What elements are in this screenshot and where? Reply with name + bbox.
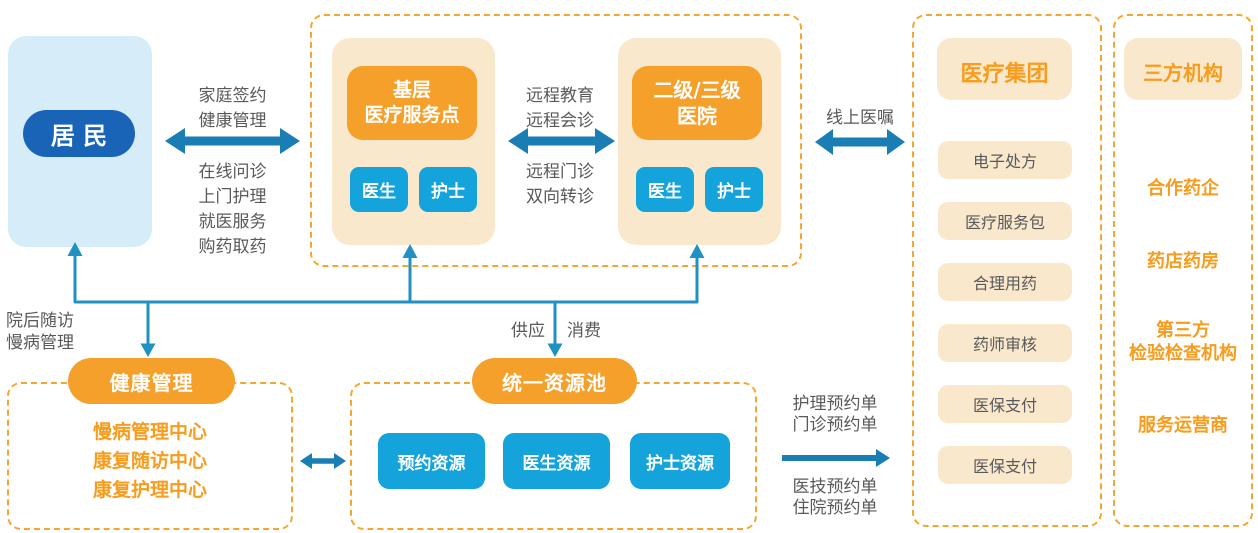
post-hospital-label: 院后随访 慢病管理 (6, 310, 98, 354)
medical-group-item: 医保支付 (938, 446, 1072, 484)
title-line: 二级/三级 (653, 78, 741, 102)
health-mgmt-item: 慢病管理中心 (92, 421, 207, 443)
third-party-title: 三方机构 (1143, 61, 1223, 85)
health-mgmt-item: 康复随访中心 (92, 450, 207, 472)
health-mgmt-items: 慢病管理中心 康复随访中心 康复护理中心 (7, 418, 293, 505)
medical-group-item: 电子处方 (938, 141, 1072, 179)
online-order-double-arrow-icon (815, 129, 905, 155)
hospital-doctor-chip: 医生 (636, 167, 694, 212)
resource-pool-title: 统一资源池 (472, 358, 637, 404)
third-party-box (1113, 14, 1253, 527)
label-line: 在线问诊 (198, 162, 267, 182)
order-flow-bottom-label: 医技预约单 住院预约单 (775, 477, 895, 519)
label-line: 健康管理 (198, 111, 267, 131)
resource-chip: 医生资源 (503, 433, 610, 489)
title-line: 医院 (677, 104, 717, 128)
label-line: 住院预约单 (792, 498, 878, 518)
medical-group-item: 医疗服务包 (938, 202, 1072, 240)
label-line: 检验检查机构 (1129, 343, 1237, 364)
label-line: 双向转诊 (526, 187, 594, 207)
label-line: 上门护理 (198, 187, 267, 207)
pool-health-double-arrow-icon (300, 453, 346, 469)
label-line: 就医服务 (198, 212, 267, 232)
label-line: 门诊预约单 (792, 415, 878, 435)
remote-services-double-arrow-icon (508, 128, 615, 154)
resident-box: 居 民 (8, 36, 152, 247)
resident-link-bottom-label: 在线问诊 上门护理 就医服务 购药取药 (170, 160, 295, 260)
label-line: 远程会诊 (526, 111, 594, 131)
resident-network-double-arrow-icon (165, 128, 300, 154)
label-line: 医技预约单 (792, 477, 878, 497)
title-line: 基层 (392, 79, 431, 102)
primary-doctor-chip: 医生 (350, 167, 408, 212)
online-order-label: 线上医嘱 (826, 108, 894, 128)
medical-group-header (937, 38, 1072, 100)
third-party-item: 合作药企 (1147, 178, 1219, 199)
label-line: 家庭签约 (198, 86, 267, 106)
order-flow-arrow-icon (782, 449, 890, 467)
hospital-nurse-chip: 护士 (705, 167, 763, 212)
remote-link-top-label: 远程教育 远程会诊 (498, 84, 622, 134)
medical-group-title: 医疗集团 (960, 62, 1049, 87)
third-party-item: 服务运营商 (1138, 415, 1228, 436)
health-mgmt-item: 康复护理中心 (92, 479, 207, 501)
hospital-title: 二级/三级 医院 (632, 66, 762, 140)
third-party-item: 第三方 检验检查机构 (1113, 319, 1253, 365)
medical-group-item: 药师审核 (938, 324, 1072, 362)
label-line: 远程教育 (526, 86, 594, 106)
supply-label: 供应 (511, 321, 545, 341)
resource-chip: 预约资源 (378, 433, 485, 489)
primary-site-title: 基层 医疗服务点 (347, 66, 477, 140)
label-line: 远程门诊 (526, 162, 594, 182)
label-line: 护理预约单 (792, 394, 878, 414)
third-party-header (1124, 38, 1242, 100)
label-line: 慢病管理 (6, 333, 74, 353)
resident-link-top-label: 家庭签约 健康管理 (170, 84, 295, 134)
resident-label: 居 民 (23, 110, 135, 157)
consume-label: 消费 (567, 321, 601, 341)
medical-group-item: 合理用药 (938, 263, 1072, 301)
label-line: 第三方 (1156, 320, 1210, 341)
resource-chip: 护士资源 (630, 433, 730, 489)
medical-group-item: 医保支付 (938, 385, 1072, 423)
remote-link-bottom-label: 远程门诊 双向转诊 (498, 160, 622, 210)
third-party-item: 药店药房 (1147, 251, 1219, 272)
title-line: 医疗服务点 (364, 104, 460, 126)
label-line: 院后随访 (6, 311, 74, 331)
medical-group-box (912, 14, 1102, 527)
order-flow-top-label: 护理预约单 门诊预约单 (775, 394, 895, 436)
label-line: 购药取药 (198, 237, 267, 257)
health-mgmt-title: 健康管理 (68, 358, 235, 404)
primary-nurse-chip: 护士 (419, 167, 477, 212)
